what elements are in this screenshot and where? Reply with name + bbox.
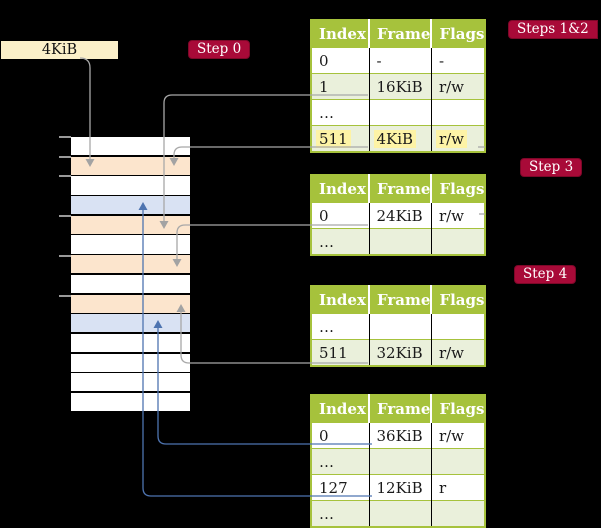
table-row: … [311,448,486,475]
cell-frame: 16KiB [369,73,432,100]
cell-flags [431,448,486,475]
highlighted-value: 4KiB [373,129,417,148]
cell-index: 1 [311,73,370,100]
table-header-row: Index Frame Flags [311,286,486,314]
memory-frame-row [71,235,190,254]
table-row: 1 16KiB r/w [311,73,486,100]
memory-frame-row [71,392,190,412]
table-row: … [311,228,486,255]
page-table-final: Index Frame Flags 0 36KiB r/w … 127 12Ki… [310,394,487,528]
cell-frame [369,448,432,475]
cell-index: … [311,500,370,527]
memory-frame-row [71,333,190,353]
cell-frame: 4KiB [369,125,432,152]
cell-frame: - [369,47,432,74]
cell-frame [369,313,432,340]
cell-flags: r [431,474,486,501]
cell-frame: 32KiB [369,339,432,366]
cell-index: … [311,448,370,475]
table-row: … [311,99,486,126]
memory-frame-row [71,373,190,392]
cell-index: 0 [311,422,370,449]
cell-flags: r/w [431,73,486,100]
address-tick [59,215,71,217]
cell-flags: r/w [431,422,486,449]
memory-frame-row [71,294,190,313]
cell-frame [369,228,432,255]
step-4-label: Step 4 [514,265,577,284]
table-row: … [311,500,486,527]
step-0-label: Step 0 [188,40,251,59]
highlighted-value: r/w [435,129,468,148]
step-3-label: Step 3 [520,158,583,177]
column-header-flags: Flags [431,175,486,203]
column-header-index: Index [311,286,370,314]
page-table-step-3: Index Frame Flags 0 24KiB r/w … [310,174,487,256]
table-header-row: Index Frame Flags [311,20,486,48]
cell-index: 511 [311,339,370,366]
memory-frame-row [71,274,190,293]
memory-frame-row [71,215,190,234]
column-header-index: Index [311,175,370,203]
memory-frame-row [71,137,190,156]
cell-flags [431,99,486,126]
memory-frame-row [71,353,190,372]
column-header-index: Index [311,20,370,48]
cell-frame: 24KiB [369,202,432,229]
cell-index: 0 [311,202,370,229]
cell-flags: r/w [431,202,486,229]
table-header-row: Index Frame Flags [311,175,486,203]
cell-flags [431,228,486,255]
frame-size-label: 4KiB [41,42,78,58]
memory-frame-row [71,255,190,274]
cell-index: … [311,228,370,255]
cell-index: 0 [311,47,370,74]
table-header-row: Index Frame Flags [311,395,486,423]
memory-frame-row [71,314,190,333]
memory-frame-row [71,156,190,175]
cell-index: … [311,313,370,340]
table-row: 127 12KiB r [311,474,486,501]
cell-frame [369,99,432,126]
frame-size-box: 4KiB [1,41,118,59]
memory-frame-row [71,196,190,215]
table-row: 0 36KiB r/w [311,422,486,449]
table-row: 511 32KiB r/w [311,339,486,366]
page-table-steps-1-2: Index Frame Flags 0 - - 1 16KiB r/w … 51… [310,19,487,153]
cell-flags [431,313,486,340]
cell-frame [369,500,432,527]
table-row-highlighted: 511 4KiB r/w [311,125,486,152]
column-header-index: Index [311,395,370,423]
address-tick [59,295,71,297]
column-header-frame: Frame [369,175,433,203]
steps-1-2-label: Steps 1&2 [508,20,598,39]
table-row: 0 - - [311,47,486,74]
memory-frame-row [71,176,190,195]
cell-index: 511 [311,125,370,152]
table-row: 0 24KiB r/w [311,202,486,229]
column-header-frame: Frame [369,286,433,314]
address-tick [59,136,71,138]
address-tick [59,175,71,177]
page-table-step-4: Index Frame Flags … 511 32KiB r/w [310,285,487,367]
column-header-flags: Flags [431,286,486,314]
address-tick [59,156,71,158]
table-row: … [311,313,486,340]
column-header-frame: Frame [369,395,433,423]
cell-index: 127 [311,474,370,501]
highlighted-value: 511 [316,129,351,148]
cell-frame: 36KiB [369,422,432,449]
cell-index: … [311,99,370,126]
address-tick [59,255,71,257]
cell-flags [431,500,486,527]
column-header-frame: Frame [369,20,433,48]
column-header-flags: Flags [431,395,486,423]
cell-flags: r/w [431,125,486,152]
cell-flags: r/w [431,339,486,366]
column-header-flags: Flags [431,20,486,48]
cell-flags: - [431,47,486,74]
physical-memory-stack [71,137,190,412]
cell-frame: 12KiB [369,474,432,501]
